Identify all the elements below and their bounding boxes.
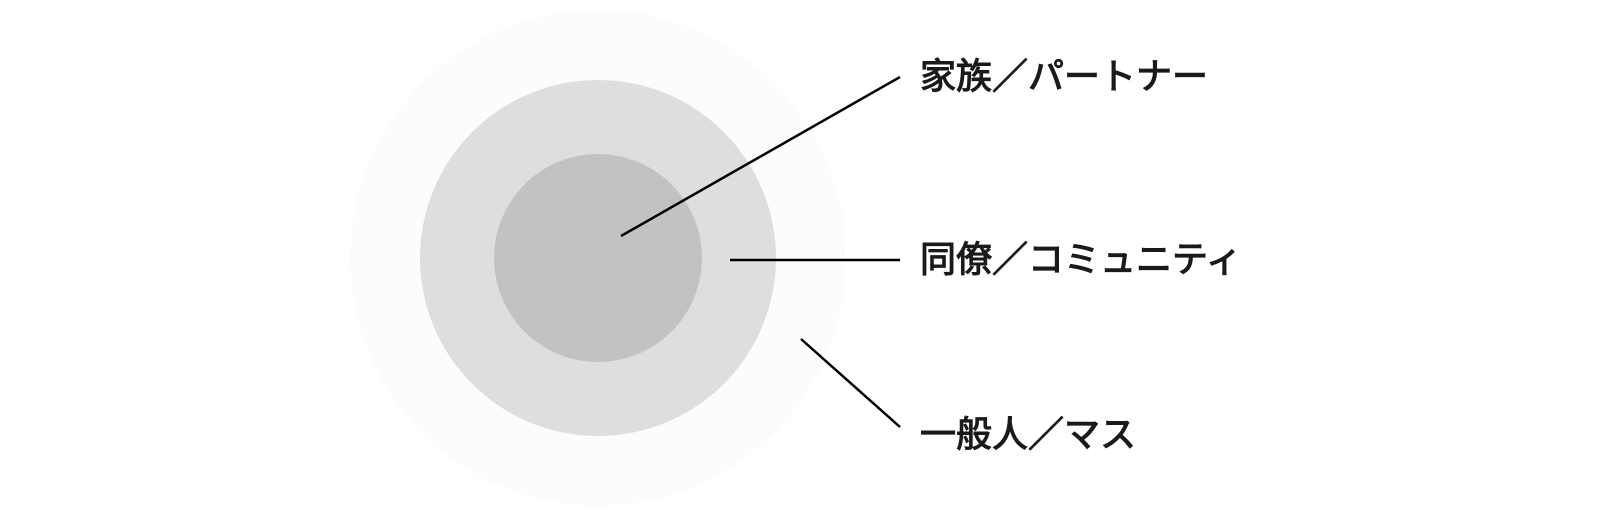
middle-ring-label: 同僚／コミュニティ xyxy=(920,240,1242,281)
inner-ring-label: 家族／パートナー xyxy=(920,57,1208,98)
inner-leader-line xyxy=(620,75,901,238)
outer-leader-line xyxy=(800,338,901,428)
inner-circle xyxy=(494,154,702,362)
outer-ring-label: 一般人／マス xyxy=(920,415,1136,456)
